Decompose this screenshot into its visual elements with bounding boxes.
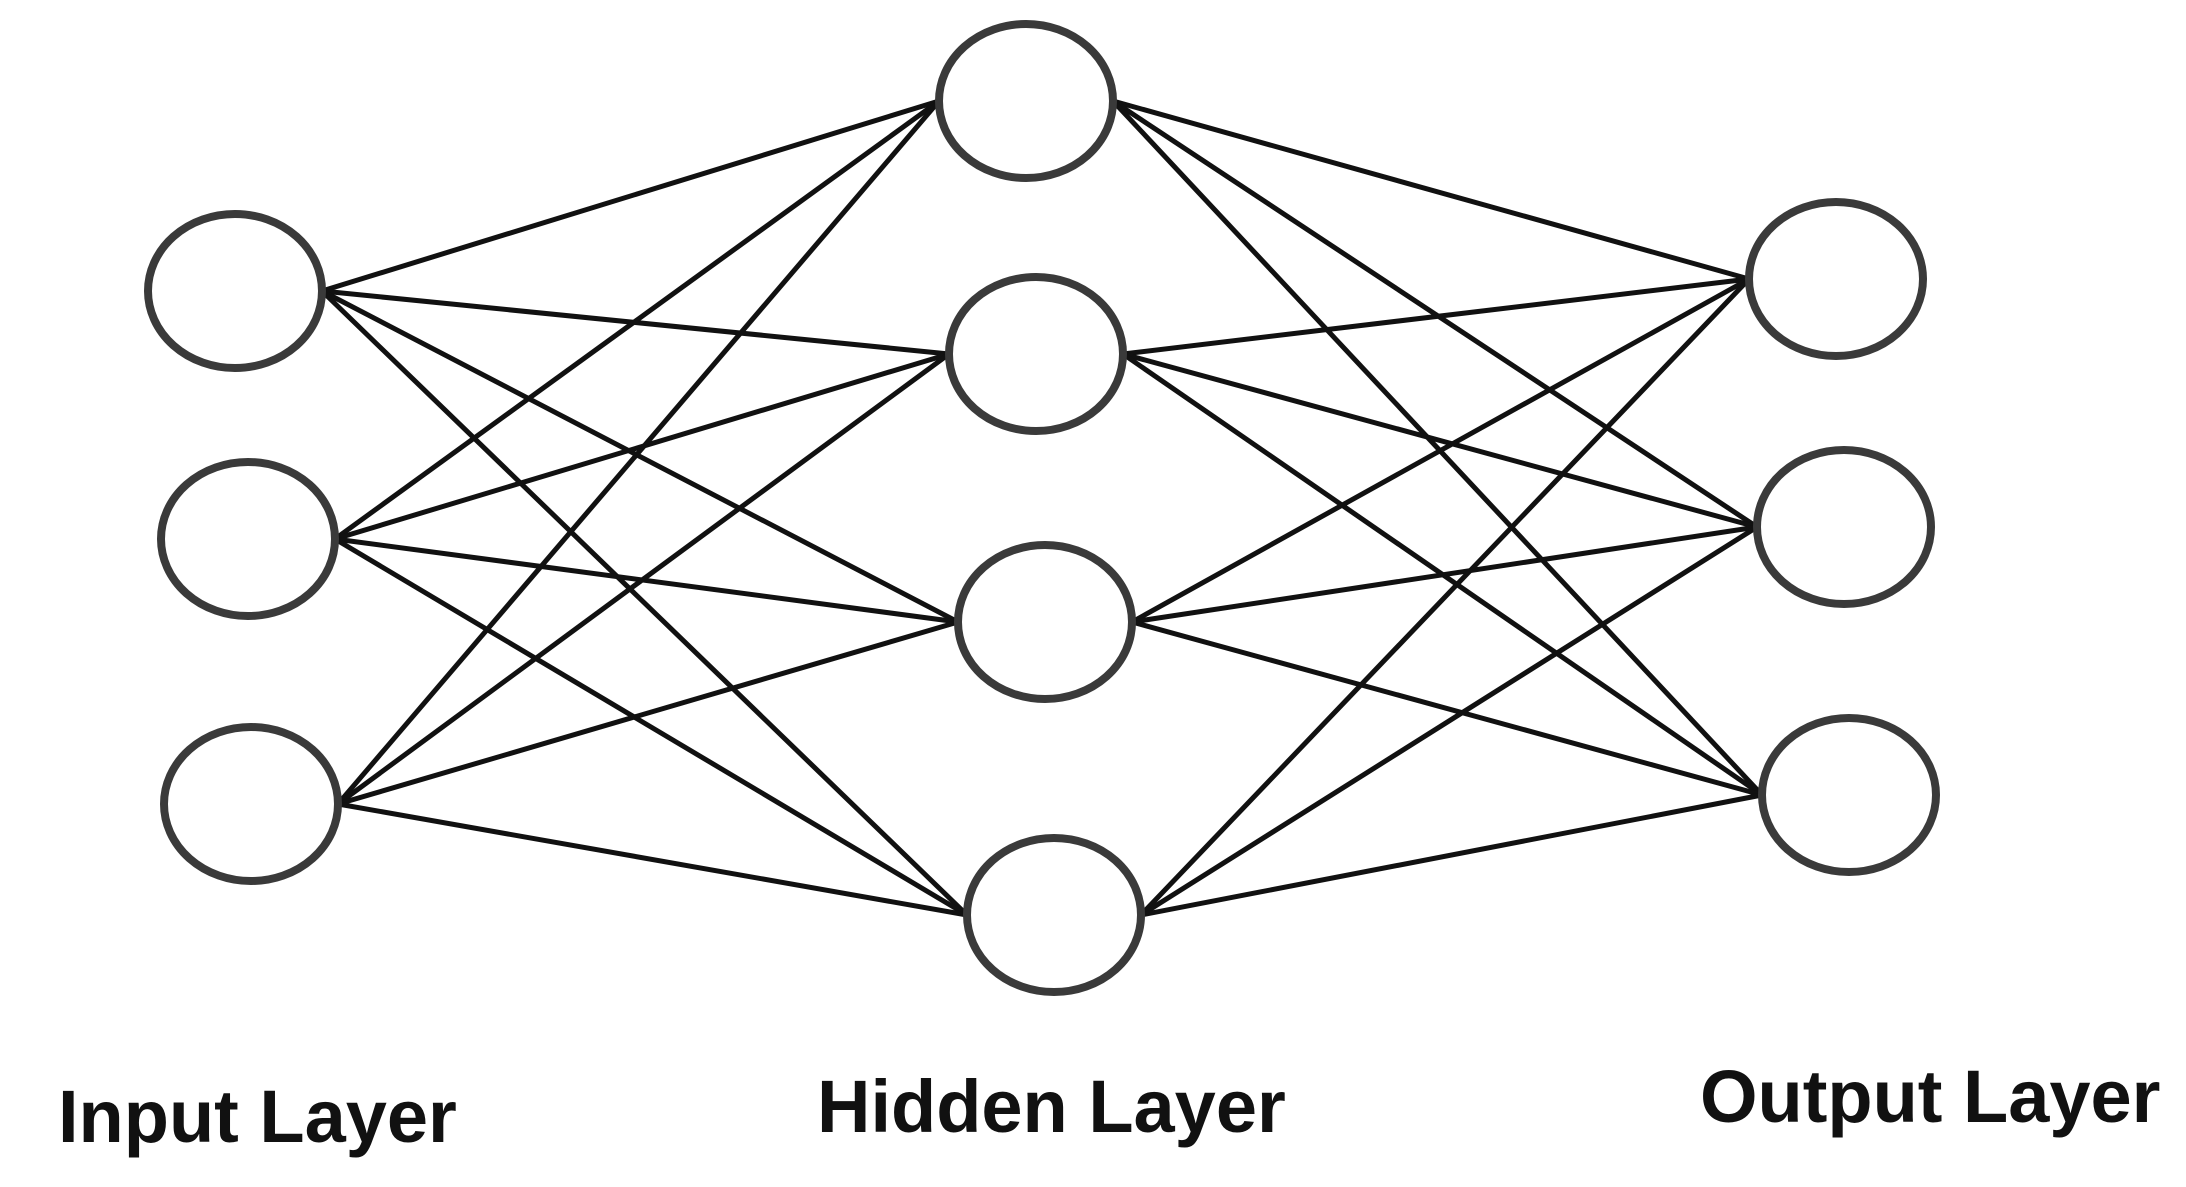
connection-input-1-to-hidden-1 xyxy=(321,98,940,294)
output-neuron-2 xyxy=(1753,446,1935,608)
output-layer-label: Output Layer xyxy=(1700,1055,2160,1138)
connection-input-3-to-hidden-4 xyxy=(337,801,968,918)
connection-hidden-1-to-output-1 xyxy=(1112,98,1750,282)
neurons xyxy=(144,20,1940,996)
connection-hidden-2-to-output-2 xyxy=(1122,351,1758,530)
connections xyxy=(320,98,1764,918)
connection-hidden-4-to-output-1 xyxy=(1139,277,1751,917)
layer-labels: Input Layer Hidden Layer Output Layer xyxy=(58,1055,2160,1158)
input-layer-label: Input Layer xyxy=(58,1075,457,1158)
connection-input-3-to-hidden-2 xyxy=(336,351,951,807)
hidden-layer-label: Hidden Layer xyxy=(817,1065,1286,1148)
connection-hidden-2-to-output-1 xyxy=(1122,276,1750,357)
hidden-neuron-1 xyxy=(935,20,1117,182)
hidden-neuron-3 xyxy=(954,541,1136,703)
connection-hidden-4-to-output-2 xyxy=(1139,524,1759,918)
connection-input-2-to-hidden-1 xyxy=(333,98,941,542)
connection-hidden-1-to-output-3 xyxy=(1111,99,1764,797)
connection-hidden-3-to-output-3 xyxy=(1131,619,1763,798)
output-neuron-3 xyxy=(1758,714,1940,876)
hidden-neuron-2 xyxy=(945,273,1127,435)
connection-hidden-3-to-output-1 xyxy=(1130,276,1751,625)
connection-input-1-to-hidden-3 xyxy=(320,288,960,625)
output-neuron-1 xyxy=(1745,198,1927,360)
connection-input-3-to-hidden-1 xyxy=(336,99,941,806)
connection-input-1-to-hidden-4 xyxy=(320,289,969,917)
connection-hidden-3-to-output-2 xyxy=(1131,524,1758,625)
connection-input-2-to-hidden-3 xyxy=(334,536,959,625)
hidden-neuron-4 xyxy=(963,834,1145,996)
connection-input-3-to-hidden-3 xyxy=(337,619,959,807)
connection-hidden-1-to-output-2 xyxy=(1111,98,1759,530)
input-neuron-3 xyxy=(160,723,342,885)
input-neuron-2 xyxy=(157,458,339,620)
connection-input-2-to-hidden-4 xyxy=(333,536,969,918)
input-neuron-1 xyxy=(144,210,326,372)
connection-hidden-4-to-output-3 xyxy=(1140,792,1763,918)
